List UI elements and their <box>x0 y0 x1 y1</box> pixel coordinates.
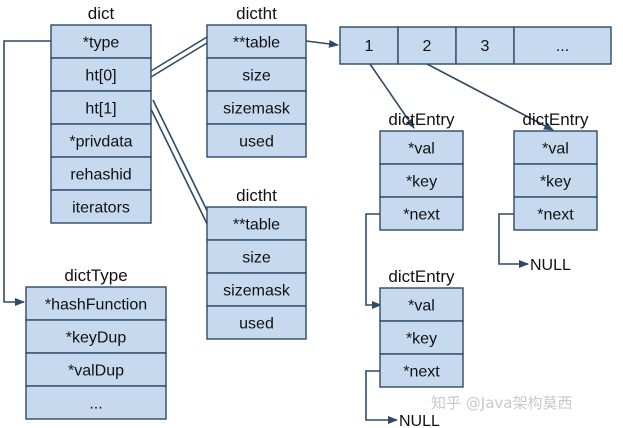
bucket2-to-entry-arrow <box>426 63 554 131</box>
field-cell <box>513 196 598 231</box>
field-label: *type <box>83 35 120 52</box>
struct-title: dictType <box>64 266 127 285</box>
field-cell <box>206 90 307 125</box>
field-label: **table <box>233 217 280 234</box>
struct-title: dictEntry <box>388 267 455 286</box>
field-cell <box>206 305 307 340</box>
field-label: *keyDup <box>66 330 127 347</box>
struct-title: dictht <box>236 186 277 205</box>
field-label: sizemask <box>223 101 291 118</box>
dict-struct: dict *type ht[0] ht[1] *privdata rehashid iter… <box>50 4 152 224</box>
field-label: **table <box>233 35 280 52</box>
field-label: *valDup <box>68 363 124 380</box>
field-label: sizemask <box>223 283 291 300</box>
table-to-array-arrow <box>305 39 339 48</box>
field-label: *next <box>403 364 440 381</box>
field-cell <box>25 286 167 321</box>
type-to-dicttype-arrow <box>3 40 51 306</box>
bucket1-to-entry-arrow <box>369 63 415 129</box>
struct-title: dictEntry <box>522 110 589 129</box>
array-cell-label: ... <box>556 38 569 55</box>
struct-title: dictht <box>236 4 277 23</box>
field-label: *key <box>406 174 437 191</box>
field-cell <box>25 319 167 354</box>
field-cell <box>50 156 152 191</box>
field-label: ht[1] <box>85 101 116 118</box>
field-cell <box>513 130 598 165</box>
array-cell-label: 3 <box>481 38 490 55</box>
field-cell <box>206 272 307 307</box>
field-label: size <box>242 68 271 85</box>
field-cell <box>206 57 307 92</box>
null-label-bottom: NULL <box>399 413 440 428</box>
array-cell <box>397 26 457 65</box>
entry-next-to-null-arrow-right <box>498 213 529 268</box>
connector-lines <box>3 36 554 424</box>
field-cell <box>206 24 307 59</box>
field-cell <box>379 163 464 198</box>
field-cell <box>206 123 307 158</box>
field-label: rehashid <box>70 167 131 184</box>
dictType-struct: dictType *hashFunction *keyDup *valDup... <box>25 266 167 420</box>
struct-boxes: dict *type ht[0] ht[1] *privdata rehashid iter… <box>25 4 598 420</box>
ht1-to-dictht-line-a <box>147 102 213 235</box>
field-label: ... <box>89 396 102 413</box>
field-cell <box>379 130 464 165</box>
field-label: used <box>239 316 274 333</box>
struct-title: dict <box>88 4 115 23</box>
array-cell <box>455 26 515 65</box>
field-cell <box>50 90 152 125</box>
dictEntry-c-struct: dictEntry *val *key *next <box>379 267 464 388</box>
field-label: *val <box>408 298 435 315</box>
field-label: *val <box>542 141 569 158</box>
field-cell <box>379 196 464 231</box>
field-cell <box>50 123 152 158</box>
null-label-right: NULL <box>530 257 571 274</box>
field-label: *key <box>540 174 571 191</box>
field-label: *val <box>408 141 435 158</box>
field-cell <box>50 57 152 92</box>
watermark: 知乎 @Java架构莫西 <box>431 394 573 412</box>
field-label: iterators <box>72 200 130 217</box>
field-cell <box>206 206 307 241</box>
dictht-1-struct: dictht **table size sizemask used <box>206 186 307 340</box>
dictEntry-a-struct: dictEntry *val *key *next <box>379 110 464 231</box>
field-label: *next <box>403 207 440 224</box>
field-label: *privdata <box>69 134 132 151</box>
field-cell <box>206 239 307 274</box>
field-cell <box>25 385 167 420</box>
dictht-0-struct: dictht **table size sizemask used <box>206 4 307 158</box>
field-label: *next <box>537 207 574 224</box>
array-cell-label: 1 <box>365 38 374 55</box>
array-cell <box>513 26 612 65</box>
ht0-to-dictht-line-a <box>150 36 208 72</box>
table-array: 1 2 3... <box>339 26 612 65</box>
dictEntry-b-struct: dictEntry *val *key *next <box>513 110 598 231</box>
field-cell <box>379 353 464 388</box>
field-label: used <box>239 134 274 151</box>
field-label: size <box>242 250 271 267</box>
ht0-to-dictht-line-b <box>150 42 208 78</box>
field-label: ht[0] <box>85 68 116 85</box>
field-cell <box>50 189 152 224</box>
field-label: *hashFunction <box>45 297 147 314</box>
entry-next-to-entry-arrow <box>365 213 382 309</box>
array-cell-label: 2 <box>423 38 432 55</box>
field-cell <box>513 163 598 198</box>
field-label: *key <box>406 331 437 348</box>
entry-next-to-null-arrow-bottom <box>365 370 398 424</box>
field-cell <box>25 352 167 387</box>
struct-title: dictEntry <box>388 110 455 129</box>
field-cell <box>50 24 152 59</box>
